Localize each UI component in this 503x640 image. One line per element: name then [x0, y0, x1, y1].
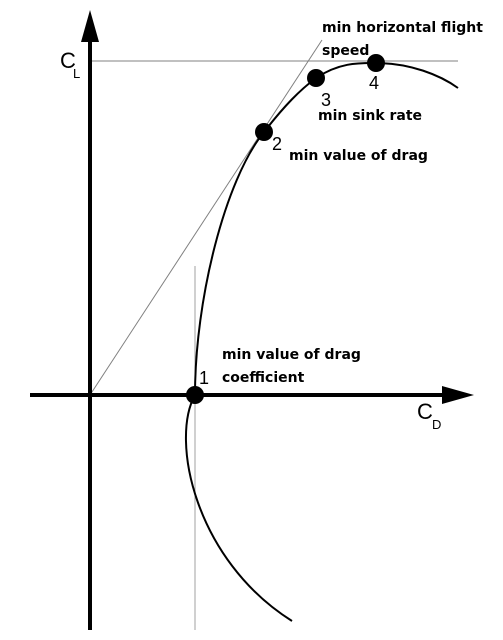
cl-axis-label: C: [60, 48, 76, 73]
cd-axis-label: C: [417, 399, 433, 424]
point-2-label: min value of drag: [289, 148, 428, 164]
point-3-marker: [307, 69, 325, 87]
point-4-marker: [367, 54, 385, 72]
tangent-line: [89, 39, 323, 396]
point-3-label: min sink rate: [318, 108, 422, 124]
point-1-label-line-2: coefficient: [222, 370, 305, 386]
drag-polar-curve: [184, 61, 459, 622]
cl-axis-arrowhead: [81, 10, 99, 42]
point-4-number: 4: [369, 73, 379, 93]
point-1-marker: [186, 386, 204, 404]
point-4-label-line-2: speed: [322, 43, 369, 59]
cl-axis-subscript: L: [73, 66, 80, 81]
cd-axis-arrowhead: [442, 386, 474, 404]
point-2-marker: [255, 123, 273, 141]
point-4-label-line-1: min horizontal flight: [322, 20, 483, 36]
point-1-label-line-1: min value of drag: [222, 347, 361, 363]
point-2-number: 2: [272, 134, 282, 154]
cd-axis-subscript: D: [432, 417, 441, 432]
point-3-number: 3: [321, 90, 331, 110]
point-1-number: 1: [199, 368, 209, 388]
